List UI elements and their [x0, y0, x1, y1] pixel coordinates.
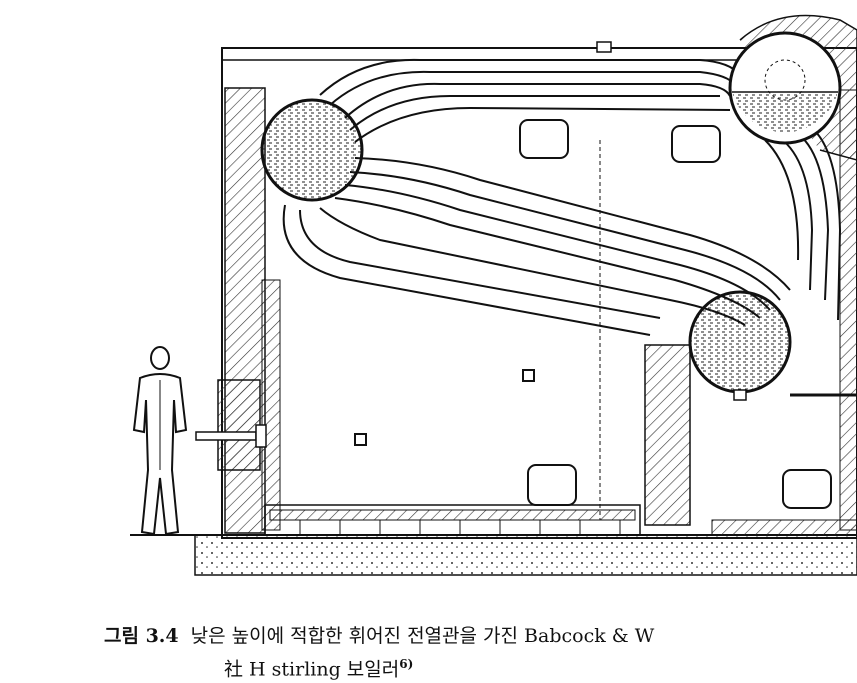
front-drum: [260, 98, 364, 202]
burner-assembly: [195, 379, 267, 471]
right-lower-wall: [711, 519, 857, 536]
mud-drum: [688, 290, 857, 401]
caption-line2-wrap: 社 H stirling 보일러6): [104, 650, 857, 683]
top-nozzle: [596, 41, 612, 53]
boiler-casing: [221, 47, 857, 539]
furnace-floor: [264, 504, 641, 536]
left-wall-column: [261, 279, 281, 531]
upper-steam-drum: [728, 14, 857, 161]
figure-caption: 그림 3.4 낮은 높이에 적합한 휘어진 전열관을 가진 Babcock & W…: [104, 622, 857, 683]
baffle-wall: [644, 344, 691, 526]
upper-tube-bank: [319, 58, 741, 143]
human-figure: [132, 346, 188, 536]
inspection-openings: [354, 119, 832, 509]
foundation: [194, 534, 857, 576]
boiler-diagram: [130, 14, 857, 576]
caption-line1: 낮은 높이에 적합한 휘어진 전열관을 가진 Babcock & W: [190, 625, 655, 647]
caption-line2: 社 H stirling 보일러: [224, 658, 400, 681]
caption-reference: 6): [399, 657, 414, 671]
rear-tube-bank: [764, 124, 842, 321]
caption-label: 그림 3.4: [104, 625, 179, 647]
